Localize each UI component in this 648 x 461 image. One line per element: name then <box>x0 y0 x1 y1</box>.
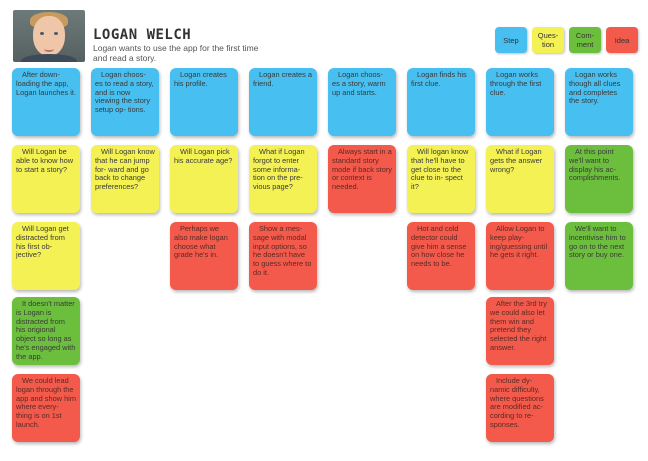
sticky-note-idea: We could lead logan through the app and … <box>12 374 80 442</box>
sticky-note-idea: Always start in a standard story mode if… <box>328 145 396 213</box>
sticky-note-question: What if Logan gets the answer wrong? <box>486 145 554 213</box>
sticky-note-step: After down- loading the app, Logan launc… <box>12 68 80 136</box>
sticky-note-comment: It doesn't matter is Logan is distracted… <box>12 297 80 365</box>
sticky-note-question: Will Logan pick his accurate age? <box>170 145 238 213</box>
sticky-note-comment: At this point we'll want to display his … <box>565 145 633 213</box>
legend-key-step: Step <box>495 27 527 53</box>
sticky-note-idea: Perhaps we also make logan choose what g… <box>170 222 238 290</box>
sticky-note-question: Will Logan be able to know how to start … <box>12 145 80 213</box>
persona-description: Logan wants to use the app for the first… <box>93 43 259 63</box>
sticky-note-idea: Show a mes- sage with modal input option… <box>249 222 317 290</box>
legend-key-idea: Idea <box>606 27 638 53</box>
sticky-note-question: What if Logan forgot to enter some infor… <box>249 145 317 213</box>
legend-key-question: Ques- tion <box>532 27 564 53</box>
sticky-note-step: Logan finds his first clue. <box>407 68 475 136</box>
sticky-note-question: Will Logan get distracted from his first… <box>12 222 80 290</box>
persona-avatar <box>13 10 85 62</box>
sticky-note-idea: Include dy- namic difficulty, where ques… <box>486 374 554 442</box>
sticky-note-idea: Hot and cold detector could give him a s… <box>407 222 475 290</box>
story-board: After down- loading the app, Logan launc… <box>12 68 638 453</box>
sticky-note-step: Logan creates a friend. <box>249 68 317 136</box>
sticky-note-step: Logan works though all clues and complet… <box>565 68 633 136</box>
sticky-note-step: Logan choos- es to read a story, and is … <box>91 68 159 136</box>
sticky-note-idea: After the 3rd try we could also let them… <box>486 297 554 365</box>
sticky-note-question: Will logan know that he'll have to get c… <box>407 145 475 213</box>
sticky-note-step: Logan choos- es a story, warm up and sta… <box>328 68 396 136</box>
persona-header: LOGAN WELCH Logan wants to use the app f… <box>13 10 638 66</box>
persona-name: LOGAN WELCH <box>93 27 192 43</box>
sticky-note-step: Logan creates his profile. <box>170 68 238 136</box>
sticky-note-step: Logan works through the first clue. <box>486 68 554 136</box>
legend-key-comment: Com- ment <box>569 27 601 53</box>
sticky-note-question: Will Logan know that he can jump for- wa… <box>91 145 159 213</box>
sticky-note-comment: We'll want to incentivise him to go on t… <box>565 222 633 290</box>
sticky-note-idea: Allow Logan to keep play- ing/guessing u… <box>486 222 554 290</box>
